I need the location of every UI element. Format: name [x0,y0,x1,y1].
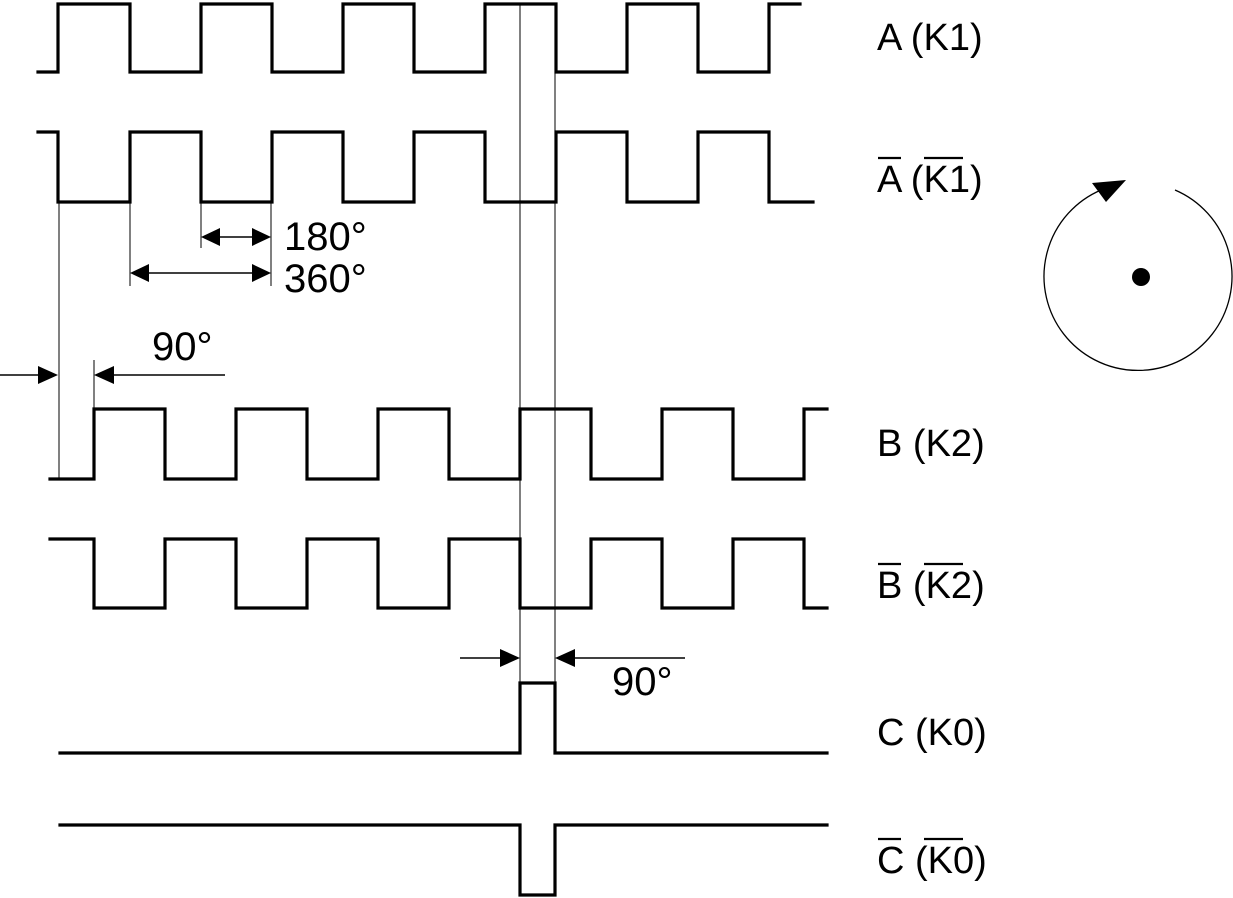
svg-text:C (K0): C (K0) [877,712,987,754]
arrowhead-180-left [201,228,220,246]
rotation-indicator [1043,180,1233,372]
signal-label-a: A (K1) [877,17,983,59]
signal-code: K2 [926,423,972,465]
signal-name: B [877,423,902,465]
waveform-b-bar [48,537,829,610]
signal-code: K1 [923,17,969,59]
signal-code: K2 [926,565,972,607]
signal-name: C [877,840,904,882]
signal-name: A [877,17,903,59]
waveform-c [58,681,829,755]
signal-label-c: C (K0) [877,712,987,754]
rotation-circle-arc [1043,189,1233,372]
shaft-center-dot [1132,268,1150,286]
dimension-90-phase [0,366,225,384]
arrowhead-90-phase-left [38,366,58,384]
signal-name: C [877,712,904,754]
signal-name: B [877,565,902,607]
arrowhead-360-left [130,264,149,282]
signal-label-a-bar: A (K1) [877,156,983,201]
signal-code: K0 [928,712,974,754]
dimension-90-pulse [460,649,685,667]
arrowhead-90-pulse-right [555,649,575,667]
signal-label-c-bar: C (K0) [877,837,987,882]
label-90-phase: 90° [152,325,213,369]
svg-text:A (K1): A (K1) [877,17,983,59]
label-360: 360° [284,257,367,301]
signal-code: K1 [923,159,969,201]
label-180: 180° [284,215,367,259]
label-90-pulse: 90° [612,660,673,704]
arrowhead-90-pulse-left [500,649,520,667]
dimension-180 [201,228,271,246]
signal-label-b-bar: B (K2) [877,562,985,607]
arrowhead-180-right [252,228,271,246]
arrowhead-90-phase-right [94,366,114,384]
arrowhead-360-right [252,264,271,282]
signal-name: A [877,159,903,201]
svg-text:A (K1): A (K1) [877,159,983,201]
rotation-arrow-icon [1092,180,1126,202]
signal-label-b: B (K2) [877,423,985,465]
svg-text:C (K0): C (K0) [877,840,987,882]
waveform-a [36,2,802,74]
signal-code: K0 [928,840,974,882]
svg-text:B (K2): B (K2) [877,565,985,607]
waveform-c-bar [58,823,829,897]
dimension-360 [130,264,271,282]
svg-text:B (K2): B (K2) [877,423,985,465]
waveform-b [48,407,829,481]
waveform-a-bar [36,130,815,204]
